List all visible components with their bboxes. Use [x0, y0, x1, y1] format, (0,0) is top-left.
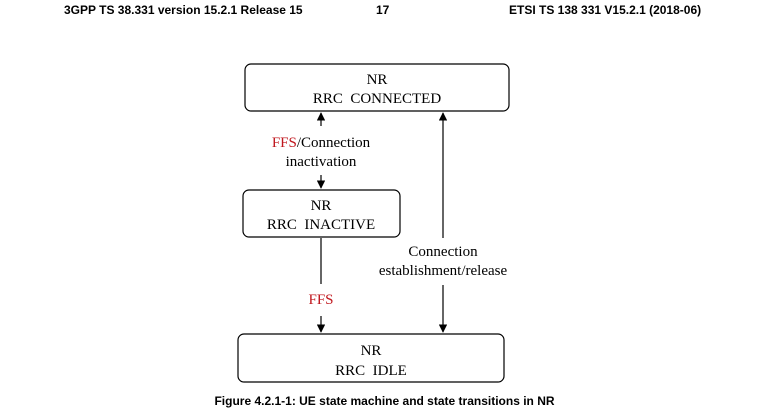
header-page-number: 17	[376, 3, 390, 17]
state-idle-line1: NR	[361, 343, 382, 359]
state-inactive-line2: RRC INACTIVE	[267, 217, 375, 233]
label-connection-inactivation-line1: FFS/Connection	[272, 135, 371, 151]
state-idle-line2: RRC IDLE	[335, 363, 407, 379]
state-inactive-line1: NR	[311, 198, 332, 214]
figure-caption: Figure 4.2.1-1: UE state machine and sta…	[214, 394, 555, 408]
state-box-rrc-connected	[244, 63, 510, 112]
header-etsi-reference: ETSI TS 138 331 V15.2.1 (2018-06)	[509, 3, 702, 17]
label-connection-inactivation-line2: inactivation	[286, 154, 357, 170]
state-box-rrc-idle	[237, 333, 505, 383]
state-connected-line2: RRC CONNECTED	[313, 91, 442, 107]
label-establishment-line1: Connection	[408, 244, 478, 260]
state-connected-line1: NR	[367, 72, 388, 88]
label-establishment-line2: establishment/release	[379, 263, 508, 279]
connection-label-part: /Connection	[297, 135, 371, 151]
header-spec-title: 3GPP TS 38.331 version 15.2.1 Release 15	[64, 3, 303, 17]
ffs-label-inactivation: FFS	[272, 135, 297, 151]
state-box-rrc-inactive	[242, 189, 401, 238]
ffs-label-inactive-to-idle: FFS	[308, 292, 333, 308]
